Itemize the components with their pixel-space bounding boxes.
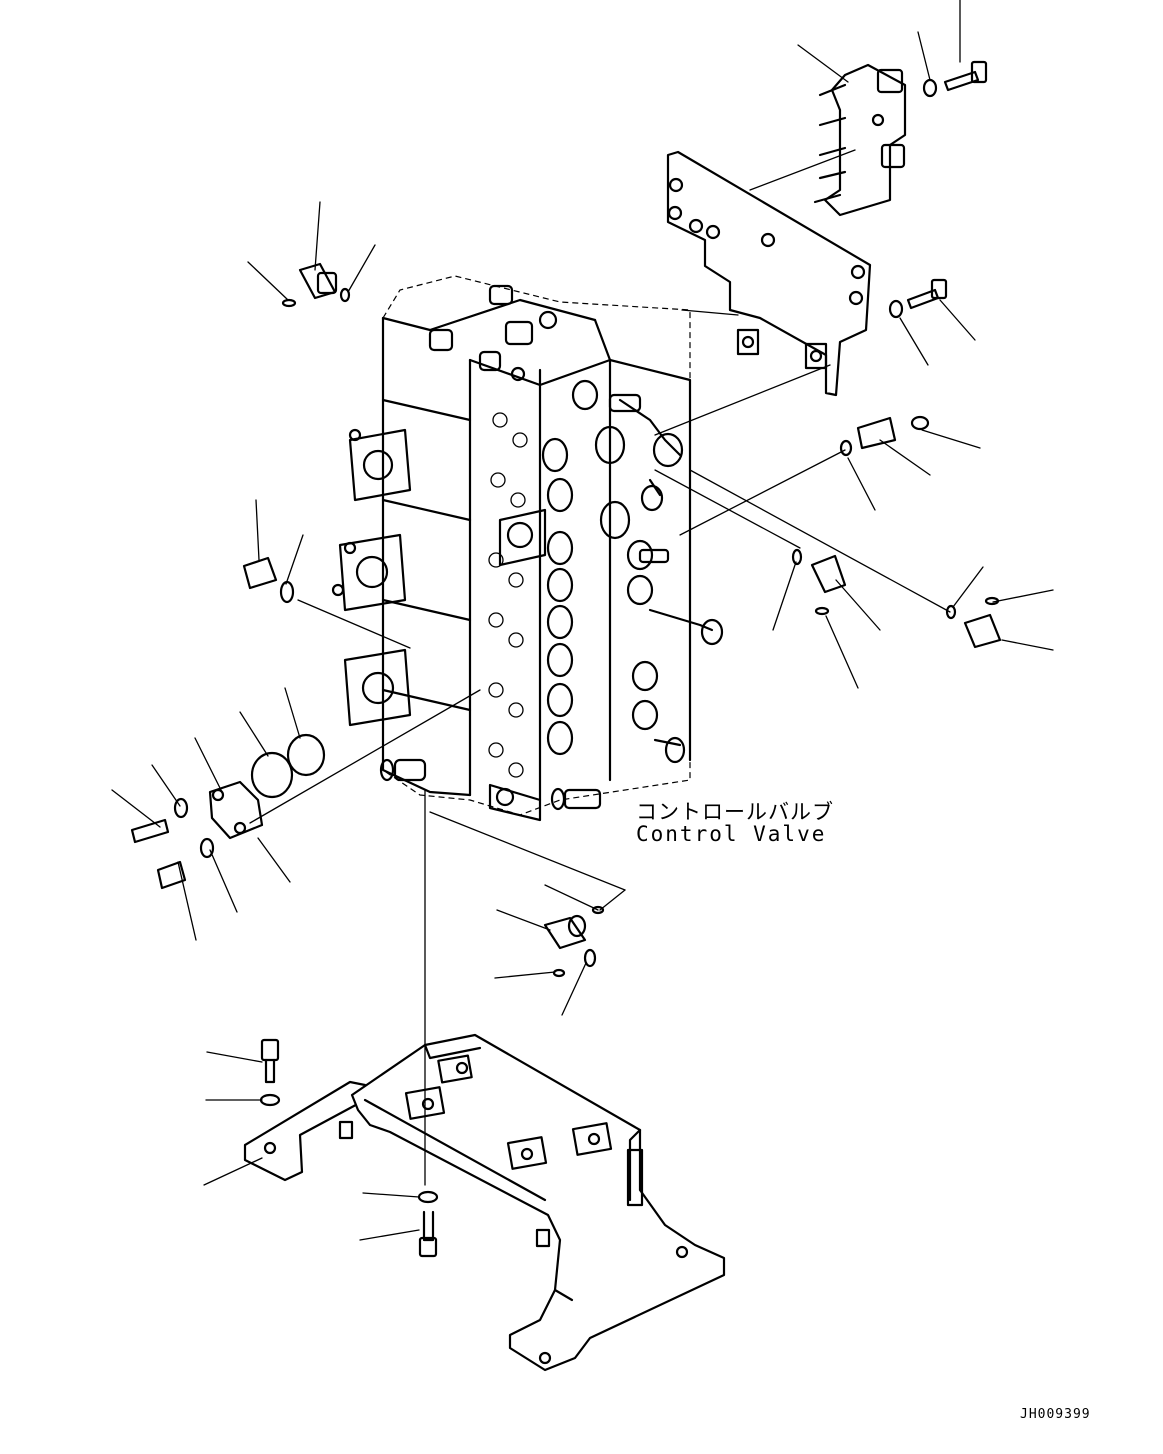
bolt-base-top — [259, 1038, 281, 1107]
elbow-fitting-right-1 — [839, 415, 930, 457]
control-valve-label-ja: コントロールバルブ — [636, 800, 834, 824]
bolt-top-right — [922, 60, 988, 98]
elbow-fitting-right-2 — [791, 548, 847, 616]
assembly-reference-lines — [249, 149, 951, 1186]
drawing-code: JH009399 — [1020, 1407, 1091, 1422]
bolt-base-bottom — [417, 1190, 439, 1258]
plug-left — [242, 556, 295, 604]
bolt-bracket-right — [888, 278, 948, 319]
connector-clip-bracket — [813, 63, 907, 217]
elbow-fitting-top-left — [281, 262, 351, 308]
flange-cover-left — [130, 733, 326, 890]
leader-lines — [111, 0, 1054, 1241]
mounting-bracket-plate — [666, 150, 872, 397]
elbow-fitting-bottom — [543, 905, 605, 978]
control-valve-label-en: Control Valve — [636, 822, 827, 846]
control-valve-body — [331, 275, 724, 822]
base-mount-bracket — [243, 1033, 726, 1372]
